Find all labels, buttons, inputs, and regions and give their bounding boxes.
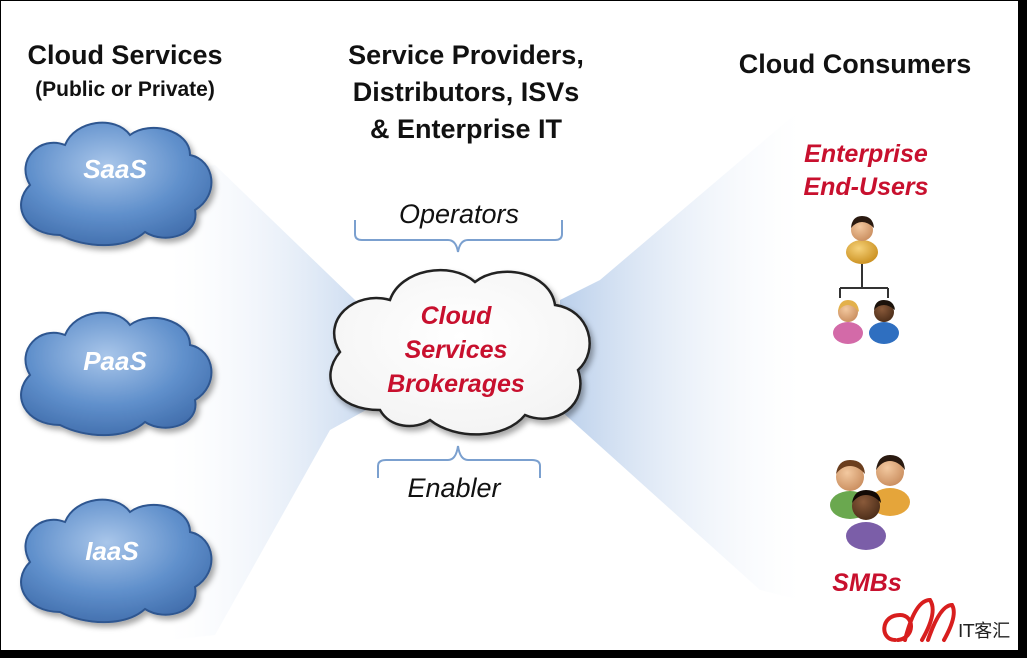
paas-cloud (20, 311, 213, 437)
iaas-cloud (20, 498, 213, 624)
broker-label-line-3: Brokerages (387, 370, 525, 398)
enterprise-label-line-2: End-Users (803, 173, 928, 201)
person-icon (846, 216, 878, 264)
cloud-consumers-title: Cloud Consumers (739, 49, 972, 79)
enabler-label: Enabler (407, 473, 501, 503)
saas-cloud (20, 121, 213, 247)
group-icon (830, 455, 910, 550)
smbs-label: SMBs (832, 569, 902, 597)
right-light-beam (560, 110, 800, 600)
right-edge-bar (1018, 0, 1027, 658)
enterprise-label-line-1: Enterprise (804, 140, 928, 168)
providers-title-line-2: Distributors, ISVs (353, 77, 580, 107)
watermark-logo-icon (882, 597, 956, 642)
broker-label-line-2: Services (405, 336, 508, 364)
broker-label-line-1: Cloud (421, 302, 493, 330)
brokerage-cloud (329, 268, 591, 436)
bottom-edge-bar (0, 650, 1027, 658)
person-pink-icon (833, 300, 863, 344)
iaas-label: IaaS (85, 536, 139, 566)
cloud-services-title: Cloud Services (27, 40, 222, 70)
operators-bracket (354, 220, 563, 253)
org-chart-lines (839, 264, 889, 298)
paas-label: PaaS (83, 346, 147, 376)
left-light-beam (170, 165, 400, 640)
providers-title-line-1: Service Providers, (348, 40, 584, 70)
enabler-bracket (377, 445, 541, 478)
providers-title-line-3: & Enterprise IT (370, 114, 563, 144)
cloud-services-subtitle: (Public or Private) (35, 78, 215, 101)
operators-label: Operators (399, 199, 519, 229)
watermark-text: IT客汇 (958, 621, 1010, 642)
person-blue-icon (869, 300, 899, 344)
saas-label: SaaS (83, 154, 147, 184)
